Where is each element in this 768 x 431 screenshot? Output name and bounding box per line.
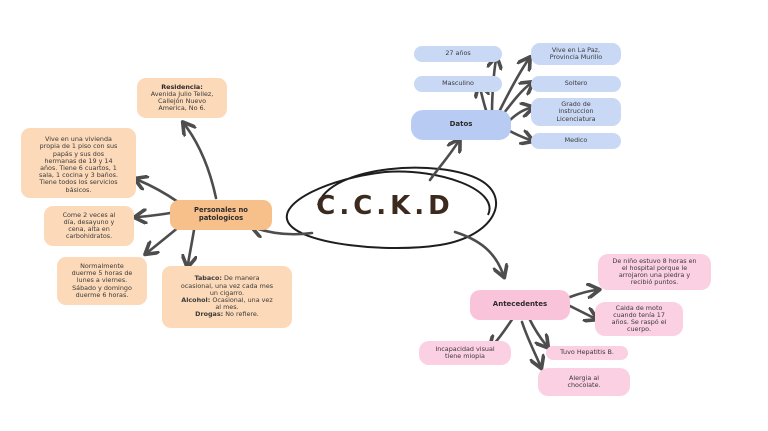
- antecedentes-hub: Antecedentes: [470, 290, 570, 320]
- hospital-line: arrojaron una piedra y: [618, 271, 691, 279]
- personal-hub-label: Personales no patologicos: [194, 206, 248, 222]
- habitos-node: Tabaco: De manera ocasional, una vez cad…: [162, 266, 292, 328]
- caida-line: cuerpo.: [626, 325, 651, 334]
- hepatitis-node: Tuvo Hepatitis B.: [546, 346, 628, 360]
- personal-hub: Personales no patologicos: [170, 200, 272, 230]
- arrow-ocupacion: [506, 128, 530, 140]
- arrow-alergia: [520, 320, 540, 365]
- hospital-node: De niño estuvo 8 horas en el hospital po…: [598, 254, 711, 290]
- tabaco-line: un cigarro.: [209, 288, 245, 297]
- sueno-node: Normalmente duerme 5 horas de lunes a vi…: [57, 257, 147, 305]
- arrow-instruccion: [506, 108, 530, 124]
- vivienda-line: años. Tiene 6 cuartos, 1: [40, 164, 117, 172]
- hospital-line: recibió puntos.: [630, 278, 679, 287]
- vivienda-node: Vive en una vivienda propia de 1 piso co…: [21, 128, 136, 198]
- center-title: C.C.K.D: [316, 191, 454, 221]
- residencia-datos-line: Vive en La Paz,: [551, 45, 601, 54]
- sueno-line: Sábado y domingo: [72, 283, 132, 292]
- comidas-line: Come 2 veces al: [62, 210, 116, 219]
- instruccion-line: Licenciatura: [556, 114, 596, 123]
- datos-hub: Datos: [411, 110, 511, 140]
- vivienda-line: Vive en una vivienda: [45, 135, 112, 144]
- arrow-center-antecedentes: [453, 230, 503, 274]
- vivienda-line: Tiene todos los servicios: [39, 178, 118, 187]
- tabaco-label: Tabaco:: [194, 274, 222, 283]
- sueno-line: lunes a viernes.: [76, 276, 128, 285]
- visual-line: tiene miopia: [445, 352, 485, 360]
- caida-node: Caida de moto cuando tenía 17 años. Se r…: [595, 302, 683, 336]
- vivienda-line: papás y sus dos: [52, 149, 105, 158]
- arrow-caida: [568, 304, 594, 318]
- instruccion-line: Grado de: [561, 100, 591, 109]
- vivienda-line: básicos.: [65, 185, 92, 194]
- sueno-line: duerme 6 horas.: [75, 290, 129, 299]
- hepatitis-text: Tuvo Hepatitis B.: [560, 348, 614, 357]
- residencia-datos-line: Provincia Murillo: [549, 53, 603, 61]
- visual-node: Incapacidad visual tiene miopia: [419, 341, 511, 365]
- sueno-line: duerme 5 horas de: [71, 269, 133, 278]
- edad-text: 27 años: [445, 49, 471, 58]
- residencia-line: Avenida Julio Tellez,: [150, 89, 214, 98]
- residencia-line: Callejón Nuevo: [157, 97, 207, 105]
- instruccion-line: instruccion: [558, 107, 594, 116]
- datos-hub-label: Datos: [449, 120, 473, 129]
- arrow-vivienda: [138, 180, 180, 204]
- estado-civil-text: Soltero: [564, 79, 588, 88]
- caida-line: cuando tenía 17: [613, 310, 665, 319]
- vivienda-line: propia de 1 piso con sus: [39, 142, 118, 151]
- drogas-text: No refiere.: [225, 310, 259, 319]
- arrow-civil: [502, 84, 530, 115]
- alergia-node: Alergia al chocolate.: [538, 368, 630, 396]
- arrow-center-datos: [428, 142, 458, 182]
- caida-line: Caida de moto: [615, 303, 663, 312]
- estado-civil-node: Soltero: [531, 76, 621, 92]
- residencia-datos-node: Vive en La Paz, Provincia Murillo: [531, 43, 621, 65]
- tabaco-line: ocasional, una vez cada mes: [180, 281, 274, 290]
- edad-node: 27 años: [414, 46, 502, 62]
- alcohol-text: Ocasional, una vez: [212, 296, 273, 304]
- visual-line: Incapacidad visual: [435, 344, 495, 353]
- tabaco-text: De manera: [223, 274, 260, 283]
- comidas-line: cena, alta en: [68, 225, 110, 233]
- vivienda-line: sala, 1 cocina y 3 baños.: [38, 171, 118, 180]
- residencia-label: Residencia:: [161, 82, 203, 91]
- arrow-habitos: [188, 228, 194, 264]
- alcohol-label: Alcohol:: [181, 296, 211, 304]
- drogas-label: Drogas:: [195, 310, 224, 319]
- alergia-line: chocolate.: [567, 381, 601, 389]
- hospital-line: el hospital porque le: [621, 263, 688, 272]
- arrow-residencia: [185, 125, 218, 200]
- sexo-text: Masculino: [442, 79, 474, 88]
- sexo-node: Masculino: [414, 76, 502, 92]
- arrow-residencia-datos: [498, 60, 528, 112]
- arrow-hepatitis: [528, 318, 546, 345]
- residencia-node: Residencia: Avenida Julio Tellez, Callej…: [137, 78, 227, 118]
- comidas-line: carbohidratos.: [65, 232, 113, 241]
- center-ellipse: [285, 166, 498, 249]
- residencia-line: America, No 6.: [158, 104, 206, 113]
- comidas-node: Come 2 veces al día, desayuno y cena, al…: [44, 206, 134, 246]
- sueno-line: Normalmente: [80, 262, 124, 271]
- antecedentes-hub-label: Antecedentes: [492, 300, 548, 309]
- ocupacion-text: Medico: [564, 136, 588, 145]
- alcohol-line: al mes.: [215, 303, 239, 312]
- caida-line: años. Se raspó el: [611, 318, 667, 326]
- vivienda-line: hermanas de 19 y 14: [44, 156, 113, 165]
- instruccion-node: Grado de instruccion Licenciatura: [531, 98, 621, 126]
- ocupacion-node: Medico: [531, 133, 621, 149]
- alergia-line: Alergia al: [568, 373, 600, 382]
- hospital-line: De niño estuvo 8 horas en: [612, 256, 697, 265]
- comidas-line: día, desayuno y: [63, 217, 115, 226]
- arrow-sueno: [148, 224, 182, 252]
- arrow-hospital: [568, 290, 596, 297]
